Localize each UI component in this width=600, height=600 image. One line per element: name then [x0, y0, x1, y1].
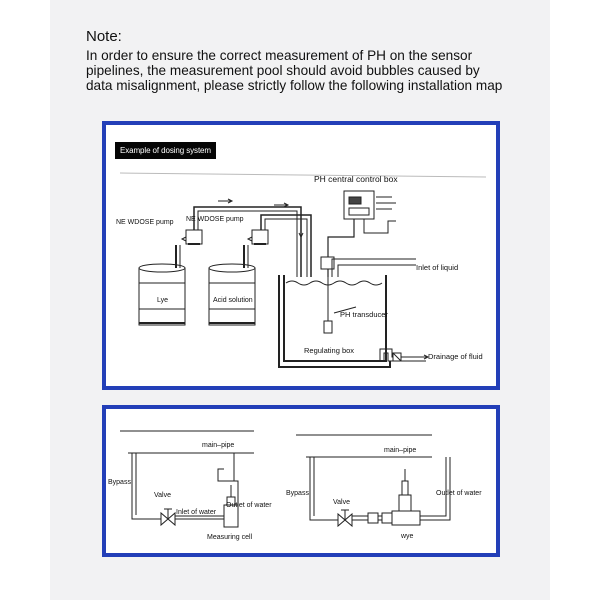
pump-left-label: NE WDOSE pump: [116, 219, 174, 226]
note-body: In order to ensure the correct measureme…: [86, 48, 536, 93]
left-valve-label: Valve: [154, 492, 171, 499]
pump-right-label: NE WDOSE pump: [186, 216, 244, 223]
pump-right-icon: [246, 229, 269, 245]
control-box-label: PH central control box: [314, 174, 398, 184]
ph-transducer-label: PH transducer: [340, 310, 388, 319]
right-valve-label: Valve: [333, 499, 350, 506]
left-inlet-label: Inlet of water: [176, 509, 217, 516]
right-outlet-label: Outlet of water: [436, 490, 482, 497]
left-main-pipe-label: main–pipe: [202, 442, 234, 449]
lye-drum: [138, 263, 186, 326]
inlet-of-liquid-label: Inlet of liquid: [416, 263, 458, 272]
left-bypass-label: Bypass: [108, 479, 131, 486]
pump-left-icon: [180, 229, 203, 245]
measuring-cell-label: Measuring cell: [207, 534, 253, 541]
note-line-3: data misalignment, please strictly follo…: [86, 78, 503, 93]
measuring-cell-icon: [223, 485, 239, 528]
wye-icon: [391, 469, 421, 526]
left-valve-icon: [160, 508, 176, 527]
example-label: Example of dosing system: [115, 142, 216, 159]
note-line-2: pipelines, the measurement pool should a…: [86, 63, 480, 78]
right-valve-icon: [337, 509, 353, 528]
acid-drum: [208, 263, 256, 326]
dosing-system-diagram: PH central control box NE WDOSE pump NE …: [116, 172, 487, 368]
left-outlet-label: Outlet of water: [226, 502, 272, 509]
dosing-system-frame: Example of dosing system: [102, 121, 500, 390]
regulating-tank: [278, 275, 391, 368]
drainage-label: Drainage of fluid: [428, 352, 483, 361]
note-line-1: In order to ensure the correct measureme…: [86, 48, 473, 63]
pipe-installation-diagram: main–pipe Bypass Valve Inlet of water Ou…: [108, 430, 482, 541]
wye-label: wye: [400, 533, 414, 540]
right-main-pipe-label: main–pipe: [384, 447, 416, 454]
acid-label: Acid solution: [213, 297, 253, 304]
pipe-installation-frame: main–pipe Bypass Valve Inlet of water Ou…: [102, 405, 500, 557]
regulating-box-label: Regulating box: [304, 346, 354, 355]
right-bypass-label: Bypass: [286, 490, 309, 497]
lye-label: Lye: [157, 297, 168, 304]
note-title: Note:: [86, 28, 122, 45]
control-box-icon: [343, 190, 396, 220]
